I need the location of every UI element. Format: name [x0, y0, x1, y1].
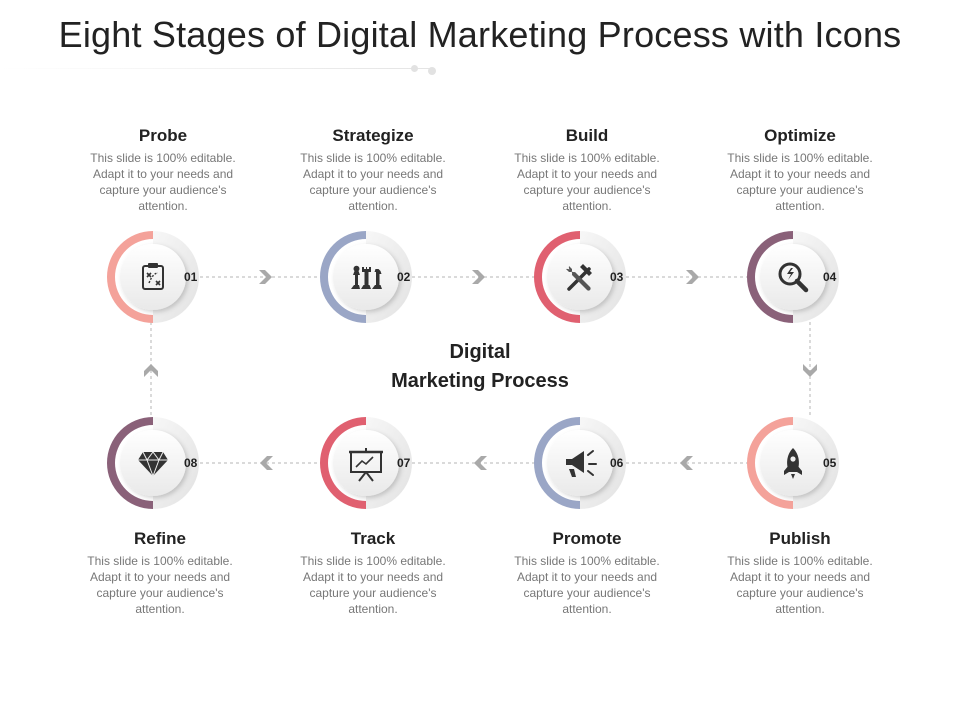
stage-description: This slide is 100% editable. Adapt it to…	[87, 554, 233, 616]
stage-description: This slide is 100% editable. Adapt it to…	[300, 151, 446, 213]
stage-number: 03	[610, 270, 624, 284]
stage-description: This slide is 100% editable. Adapt it to…	[514, 151, 660, 213]
chevron-left-icon	[260, 456, 273, 470]
stage-node	[534, 231, 626, 323]
node-color-ring	[747, 231, 793, 323]
magnifier-icon	[778, 262, 809, 293]
node-color-ring	[747, 417, 793, 509]
node-color-ring	[107, 417, 153, 509]
stage-strategize: Strategize This slide is 100% editable. …	[288, 126, 458, 214]
rocket-icon	[784, 448, 802, 479]
center-label: Digital Marketing Process	[330, 338, 630, 396]
title-divider	[0, 68, 430, 69]
stage-refine: Refine This slide is 100% editable. Adap…	[75, 529, 245, 617]
stage-number: 02	[397, 270, 411, 284]
chevron-down-icon	[803, 364, 817, 377]
stage-description: This slide is 100% editable. Adapt it to…	[300, 554, 446, 616]
arrows	[144, 270, 817, 470]
megaphone-icon	[566, 450, 597, 477]
stage-description: This slide is 100% editable. Adapt it to…	[727, 151, 873, 213]
stage-node	[320, 231, 412, 323]
stage-node	[534, 417, 626, 509]
title-divider-dot	[411, 65, 418, 72]
stage-heading: Probe	[138, 126, 188, 145]
title-divider-dot	[428, 67, 436, 75]
stage-heading: Publish	[769, 529, 831, 548]
stage-number: 05	[823, 456, 837, 470]
chevron-left-icon	[680, 456, 693, 470]
stage-node	[320, 417, 412, 509]
chess-pieces-icon	[351, 265, 382, 289]
center-label-line: Marketing Process	[391, 370, 569, 392]
node-color-ring	[534, 231, 580, 323]
hammer-wrench-icon	[566, 264, 592, 291]
chevron-right-icon	[259, 270, 272, 284]
stage-number: 06	[610, 456, 624, 470]
stage-node	[107, 231, 199, 323]
stage-publish: Publish This slide is 100% editable. Ada…	[715, 529, 885, 617]
center-label-line: Digital	[449, 341, 511, 363]
chevron-left-icon	[474, 456, 487, 470]
stage-node	[747, 231, 839, 323]
node-color-ring	[534, 417, 580, 509]
stage-track: Track This slide is 100% editable. Adapt…	[288, 529, 458, 617]
node-disc	[120, 244, 186, 310]
node-color-ring	[107, 231, 153, 323]
stage-promote: Promote This slide is 100% editable. Ada…	[502, 529, 672, 617]
diamond-icon	[138, 451, 168, 478]
stage-number: 04	[823, 270, 837, 284]
stage-heading: Track	[350, 529, 396, 548]
stage-description: This slide is 100% editable. Adapt it to…	[514, 554, 660, 616]
stage-optimize: Optimize This slide is 100% editable. Ad…	[715, 126, 885, 214]
node-color-ring	[320, 417, 366, 509]
stage-number: 01	[184, 270, 198, 284]
stage-number: 07	[397, 456, 411, 470]
strategy-clipboard-icon	[142, 263, 164, 290]
slide-title: Eight Stages of Digital Marketing Proces…	[58, 14, 902, 55]
chevron-up-icon	[144, 364, 158, 377]
chevron-right-icon	[686, 270, 699, 284]
stage-heading: Promote	[552, 529, 622, 548]
node-disc	[760, 244, 826, 310]
stage-number: 08	[184, 456, 198, 470]
stage-description: This slide is 100% editable. Adapt it to…	[727, 554, 873, 616]
stage-build: Build This slide is 100% editable. Adapt…	[502, 126, 672, 214]
stage-heading: Optimize	[764, 126, 836, 145]
node-color-ring	[320, 231, 366, 323]
stage-heading: Strategize	[332, 126, 414, 145]
stage-probe: Probe This slide is 100% editable. Adapt…	[78, 126, 248, 214]
stage-description: This slide is 100% editable. Adapt it to…	[90, 151, 236, 213]
chevron-right-icon	[472, 270, 485, 284]
presentation-chart-icon	[349, 448, 383, 482]
stage-heading: Build	[565, 126, 609, 145]
stage-heading: Refine	[134, 529, 186, 548]
stage-node	[107, 417, 199, 509]
stage-node	[747, 417, 839, 509]
